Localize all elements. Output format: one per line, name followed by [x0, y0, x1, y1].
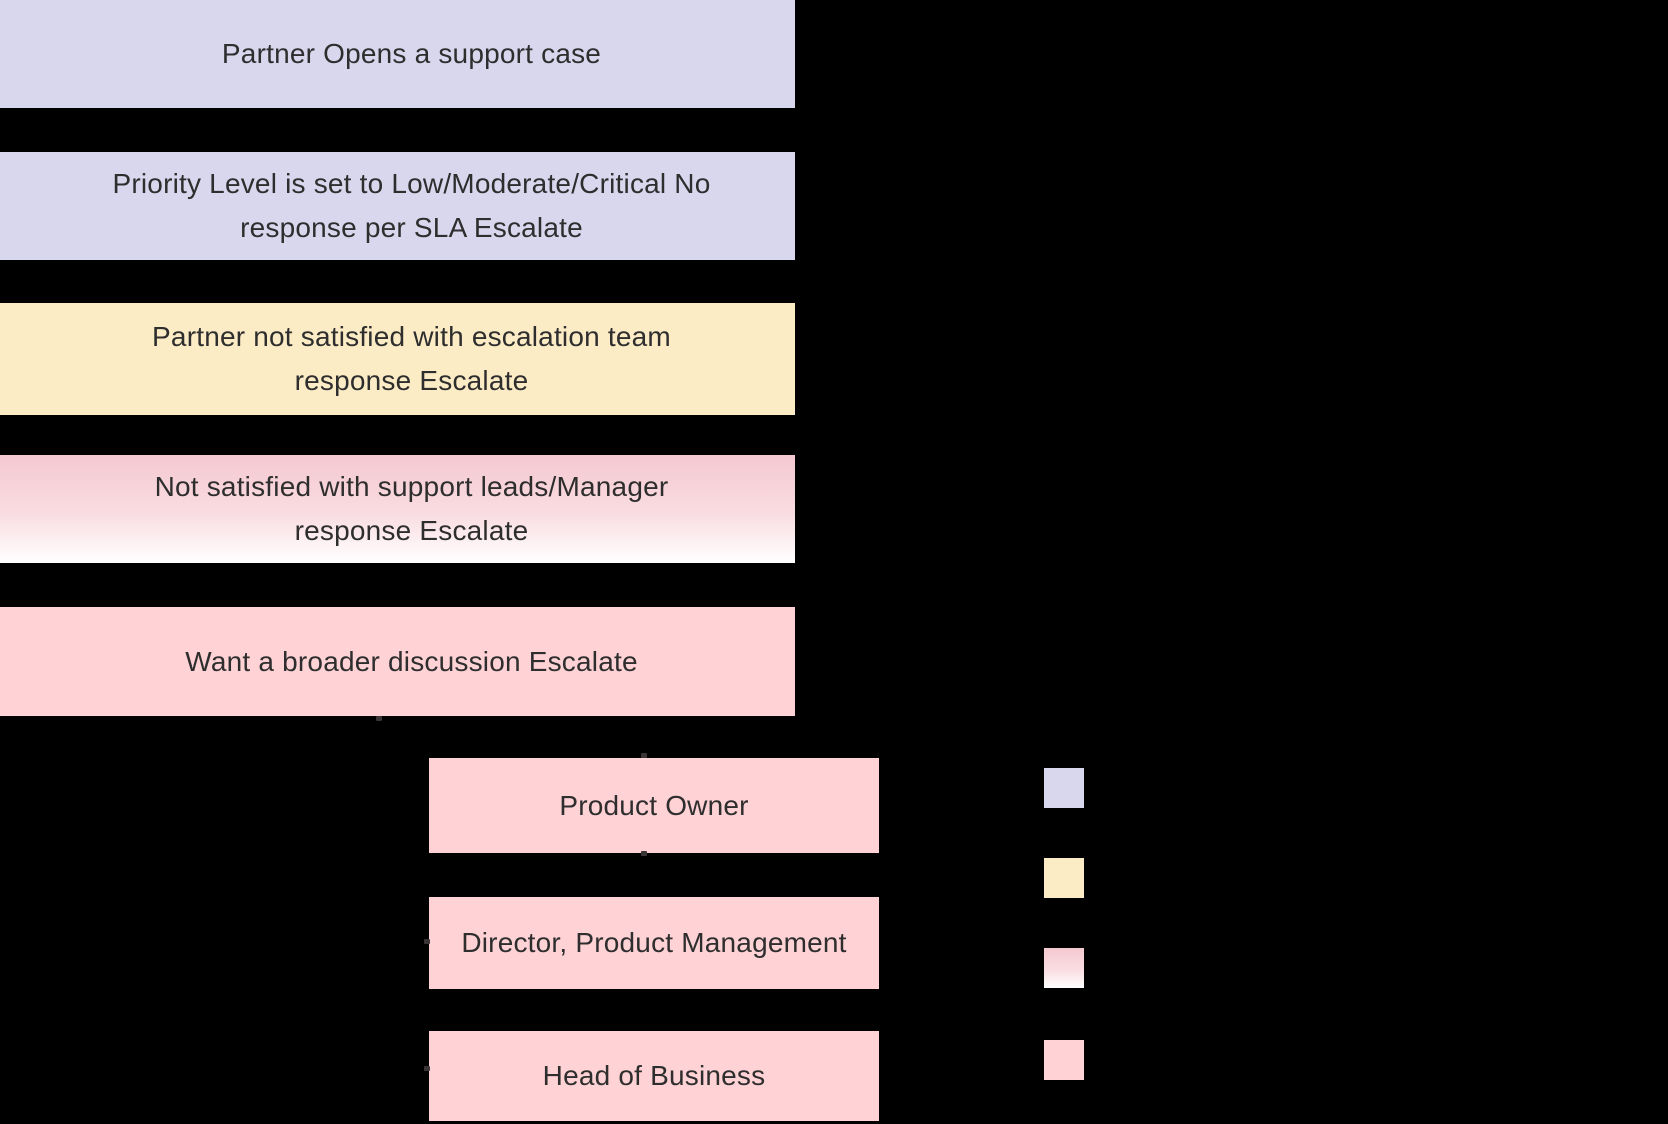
flow-box-director-product-management: Director, Product Management	[429, 897, 879, 989]
flow-box-label: Want a broader discussion Escalate	[185, 645, 638, 677]
flow-box-label-line2: response per SLA Escalate	[240, 212, 583, 243]
flow-box-head-of-business: Head of Business	[429, 1031, 879, 1121]
legend-gradient-swatch	[1044, 948, 1084, 988]
flow-box-label: Director, Product Management	[461, 927, 847, 958]
arrowhead-mark	[424, 1066, 430, 1071]
flow-box-priority-level: Priority Level is set to Low/Moderate/Cr…	[0, 152, 795, 260]
flow-box-partner-opens-case: Partner Opens a support case	[0, 0, 795, 108]
legend-pink-swatch	[1044, 1040, 1084, 1080]
flow-box-not-satisfied-escalation-team: Partner not satisfied with escalation te…	[0, 303, 795, 415]
arrowhead-mark	[641, 753, 647, 758]
flow-box-label: Head of Business	[542, 1060, 766, 1091]
legend-yellow-swatch	[1044, 858, 1084, 898]
arrowhead-mark	[376, 716, 382, 721]
arrowhead-mark	[424, 939, 430, 944]
flow-box-label: Product Owner	[559, 789, 749, 821]
flow-box-label-line2: response Escalate	[294, 365, 529, 396]
flow-box-label-line1: Priority Level is set to Low/Moderate/Cr…	[112, 168, 711, 199]
legend-lavender-swatch	[1044, 768, 1084, 808]
flow-box-broader-discussion: Want a broader discussion Escalate	[0, 607, 795, 716]
flow-box-label: Partner Opens a support case	[221, 38, 602, 69]
flow-box-product-owner: Product Owner	[429, 758, 879, 853]
flow-box-not-satisfied-support-leads: Not satisfied with support leads/Manager…	[0, 455, 795, 563]
flow-box-label-line1: Partner not satisfied with escalation te…	[152, 321, 671, 352]
arrowhead-mark	[641, 851, 647, 856]
flow-box-label-line2: response Escalate	[294, 515, 529, 546]
flow-box-label-line1: Not satisfied with support leads/Manager	[154, 471, 669, 502]
